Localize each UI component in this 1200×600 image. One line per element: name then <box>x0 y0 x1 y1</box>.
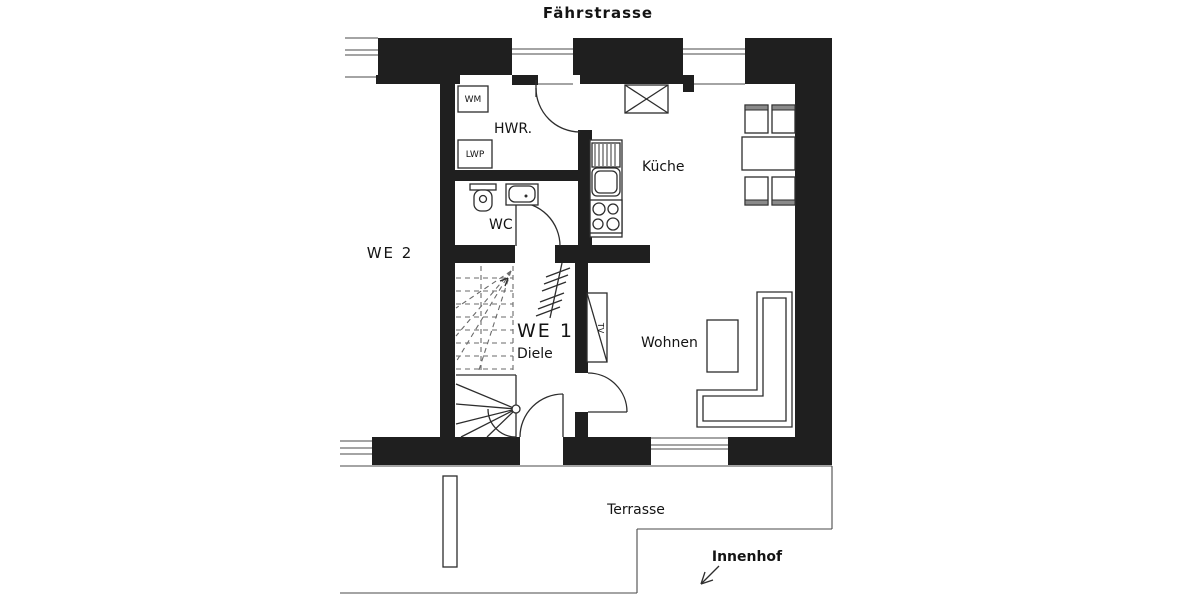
kitchen-drainer <box>591 142 621 168</box>
top-wall-inner-band-left <box>376 75 460 84</box>
window-top-right <box>683 48 745 85</box>
door-entrance <box>519 393 564 438</box>
electrical-marks <box>535 262 571 319</box>
heat-pump-label: LWP <box>466 150 485 160</box>
tv-label: TV <box>596 322 605 334</box>
window-top-left <box>512 48 573 85</box>
wall-diele-wohnen-stub <box>575 412 588 437</box>
washing-machine: WM <box>457 85 489 113</box>
bottom-wall-segment-middle <box>563 437 651 465</box>
doors <box>515 80 628 438</box>
top-wall-inner-band-right <box>745 75 798 84</box>
terrace-label: Terrasse <box>606 502 665 518</box>
coffee-table <box>706 319 739 373</box>
tv-board: TV <box>586 292 608 363</box>
interior-walls <box>455 130 650 437</box>
chair <box>744 176 769 206</box>
stove <box>589 199 623 234</box>
sofa <box>696 291 793 428</box>
living-furniture: TV <box>586 291 793 428</box>
dining-set <box>741 104 796 206</box>
labels: Fährstrasse WE 2 HWR. WC Küche WE 1 Diel… <box>367 4 783 565</box>
chair <box>771 104 796 134</box>
door-wohnen <box>587 372 628 413</box>
we2-wall-continuation-bottom <box>340 440 372 455</box>
wall-kueche-south <box>575 245 650 263</box>
room-label-hwr: HWR. <box>494 121 532 137</box>
party-wall <box>440 75 455 465</box>
kitchen-sink <box>591 167 621 197</box>
bathroom-fixtures <box>469 183 539 212</box>
innenhof-label: Innenhof <box>712 549 783 565</box>
room-label-diele: Diele <box>517 346 553 362</box>
chair <box>744 104 769 134</box>
privacy-screen <box>442 475 458 568</box>
exterior-walls <box>372 38 832 465</box>
wall-wc-south-left <box>455 245 515 263</box>
door-wc <box>515 201 561 247</box>
wall-hwr-wc <box>455 170 592 181</box>
we2-wall-continuation-top <box>345 37 378 78</box>
unit-label-we2: WE 2 <box>367 244 414 262</box>
wall-hwr-kueche <box>578 130 592 245</box>
shaft-x-symbol <box>624 84 669 114</box>
kitchen-fixtures <box>589 139 623 238</box>
door-hwr <box>535 80 581 133</box>
window-bottom <box>651 437 728 450</box>
laundry-appliances: WM LWP <box>457 85 493 169</box>
windows <box>340 37 745 455</box>
room-label-wohnen: Wohnen <box>641 335 698 351</box>
washing-machine-label: WM <box>465 95 482 105</box>
top-wall-jamb-stub <box>683 75 694 92</box>
stair-up-arrow <box>499 277 509 287</box>
stair-lower-winder <box>455 374 521 438</box>
street-label: Fährstrasse <box>543 4 653 22</box>
wall-diele-wohnen <box>575 263 588 373</box>
bottom-wall-segment-right <box>728 437 832 465</box>
unit-label-we1: WE 1 <box>517 320 574 342</box>
toilet <box>469 183 497 212</box>
room-label-wc: WC <box>489 217 513 233</box>
staircase <box>455 266 521 438</box>
stair-upper-flight-dashed <box>455 266 514 374</box>
wash-basin <box>505 183 539 206</box>
dining-table <box>741 136 796 171</box>
heat-pump: LWP <box>457 139 493 169</box>
right-exterior-wall <box>795 38 832 465</box>
top-wall-segment-left <box>378 38 512 75</box>
bottom-wall-segment-left <box>372 437 520 465</box>
stair-newel-post <box>511 404 521 414</box>
top-wall-inner-pier <box>512 75 538 85</box>
chair <box>771 176 796 206</box>
innenhof-arrow <box>700 565 720 585</box>
top-wall-segment-middle <box>573 38 683 75</box>
room-label-kueche: Küche <box>642 159 685 175</box>
top-wall-inner-band-middle <box>580 75 683 84</box>
terrace <box>340 465 833 594</box>
